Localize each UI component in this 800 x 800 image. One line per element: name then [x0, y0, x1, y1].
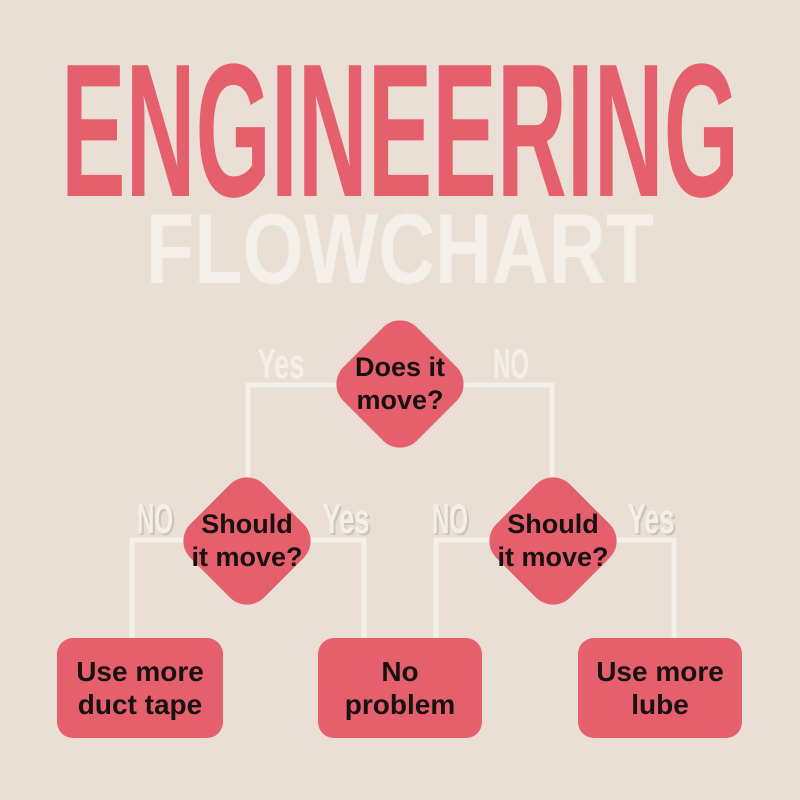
decision-label-should-it-move-left: Should it move?	[172, 507, 322, 575]
decision-label-should-it-move-right: Should it move?	[478, 507, 628, 575]
decision-line: Should	[507, 509, 599, 539]
outcome-line: Use more	[596, 656, 724, 687]
decision-line: Does it	[354, 352, 446, 382]
branch-label-no-left: NO	[137, 495, 173, 542]
branch-label-yes-right-shadow: Yes	[630, 497, 677, 544]
decision-line: it move?	[497, 542, 609, 572]
outcome-box-duct-tape: Use more duct tape	[57, 638, 223, 738]
branch-label-no-top: NO	[493, 340, 529, 387]
branch-label-yes-top: Yes	[258, 340, 305, 387]
outcome-box-lube: Use more lube	[578, 638, 742, 738]
decision-label-does-it-move: Does it move?	[325, 350, 475, 418]
outcome-box-no-problem: No problem	[318, 638, 482, 738]
outcome-line: problem	[344, 689, 456, 720]
branch-label-yes-right: Yes	[628, 495, 675, 542]
branch-label-no-left-shadow: NO	[139, 497, 175, 544]
outcome-line: lube	[631, 689, 689, 720]
decision-line: Should	[201, 509, 293, 539]
outcome-line: duct tape	[77, 689, 203, 720]
branch-label-no-right: NO	[432, 495, 468, 542]
branch-label-yes-left-shadow: Yes	[325, 497, 372, 544]
page-subtitle: FLOWCHART	[146, 193, 654, 304]
branch-label-yes-left: Yes	[323, 495, 370, 542]
decision-line: it move?	[191, 542, 303, 572]
outcome-line: No	[381, 656, 419, 687]
page-title: ENGINEERING	[61, 25, 739, 237]
outcome-line: Use more	[76, 656, 204, 687]
decision-line: move?	[356, 385, 444, 415]
branch-label-no-right-shadow: NO	[434, 497, 470, 544]
